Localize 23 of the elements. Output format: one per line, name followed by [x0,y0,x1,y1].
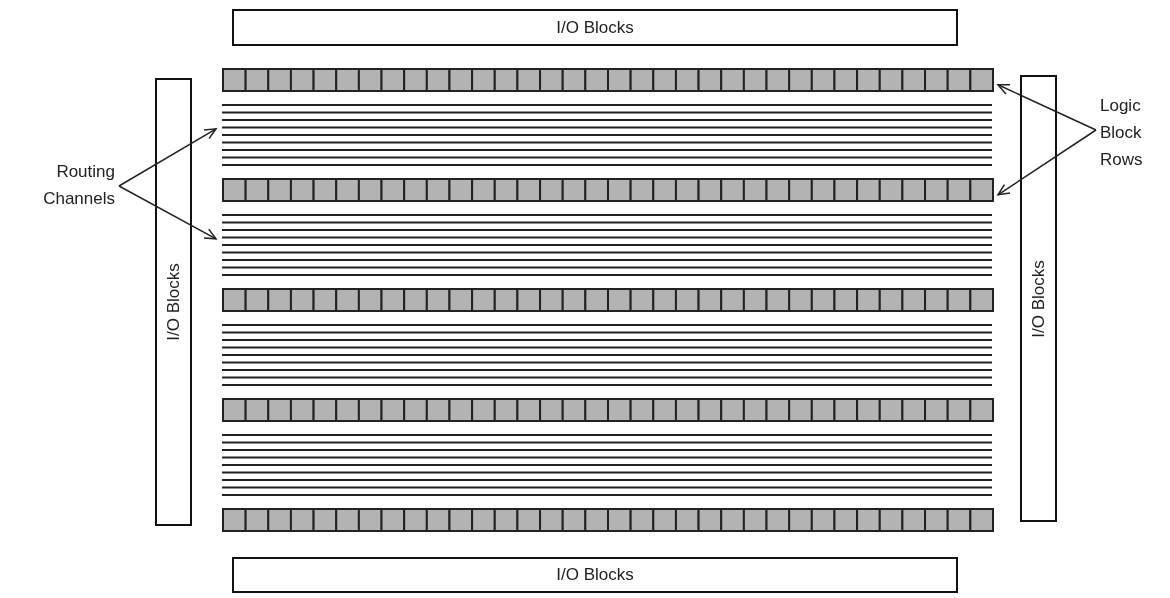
logic-block-row [222,288,992,312]
leader-arrow [997,129,1097,196]
callout-text: Routing Channels [42,161,115,210]
logic-block-row [222,398,992,422]
io-block-box [1020,75,1057,522]
io-block-box [232,557,958,593]
logic-block-row [222,178,992,202]
leader-arrow [118,128,217,187]
logic-block-row [222,508,992,532]
io-block-label: I/O Blocks [556,17,634,38]
io-block-label: I/O Blocks [163,263,184,341]
routing-channel [222,324,992,386]
leader-arrow [118,185,217,240]
io-block-box [232,9,958,46]
io-block-box [155,78,192,526]
routing-channel [222,434,992,496]
leader-arrow [997,84,1097,131]
routing-channel [222,214,992,276]
io-block-label: I/O Blocks [1028,259,1049,338]
logic-block-row [222,68,992,92]
io-block-label: I/O Blocks [556,565,634,585]
routing-channel [222,104,992,166]
callout-text: Logic Block Rows [1100,95,1144,171]
